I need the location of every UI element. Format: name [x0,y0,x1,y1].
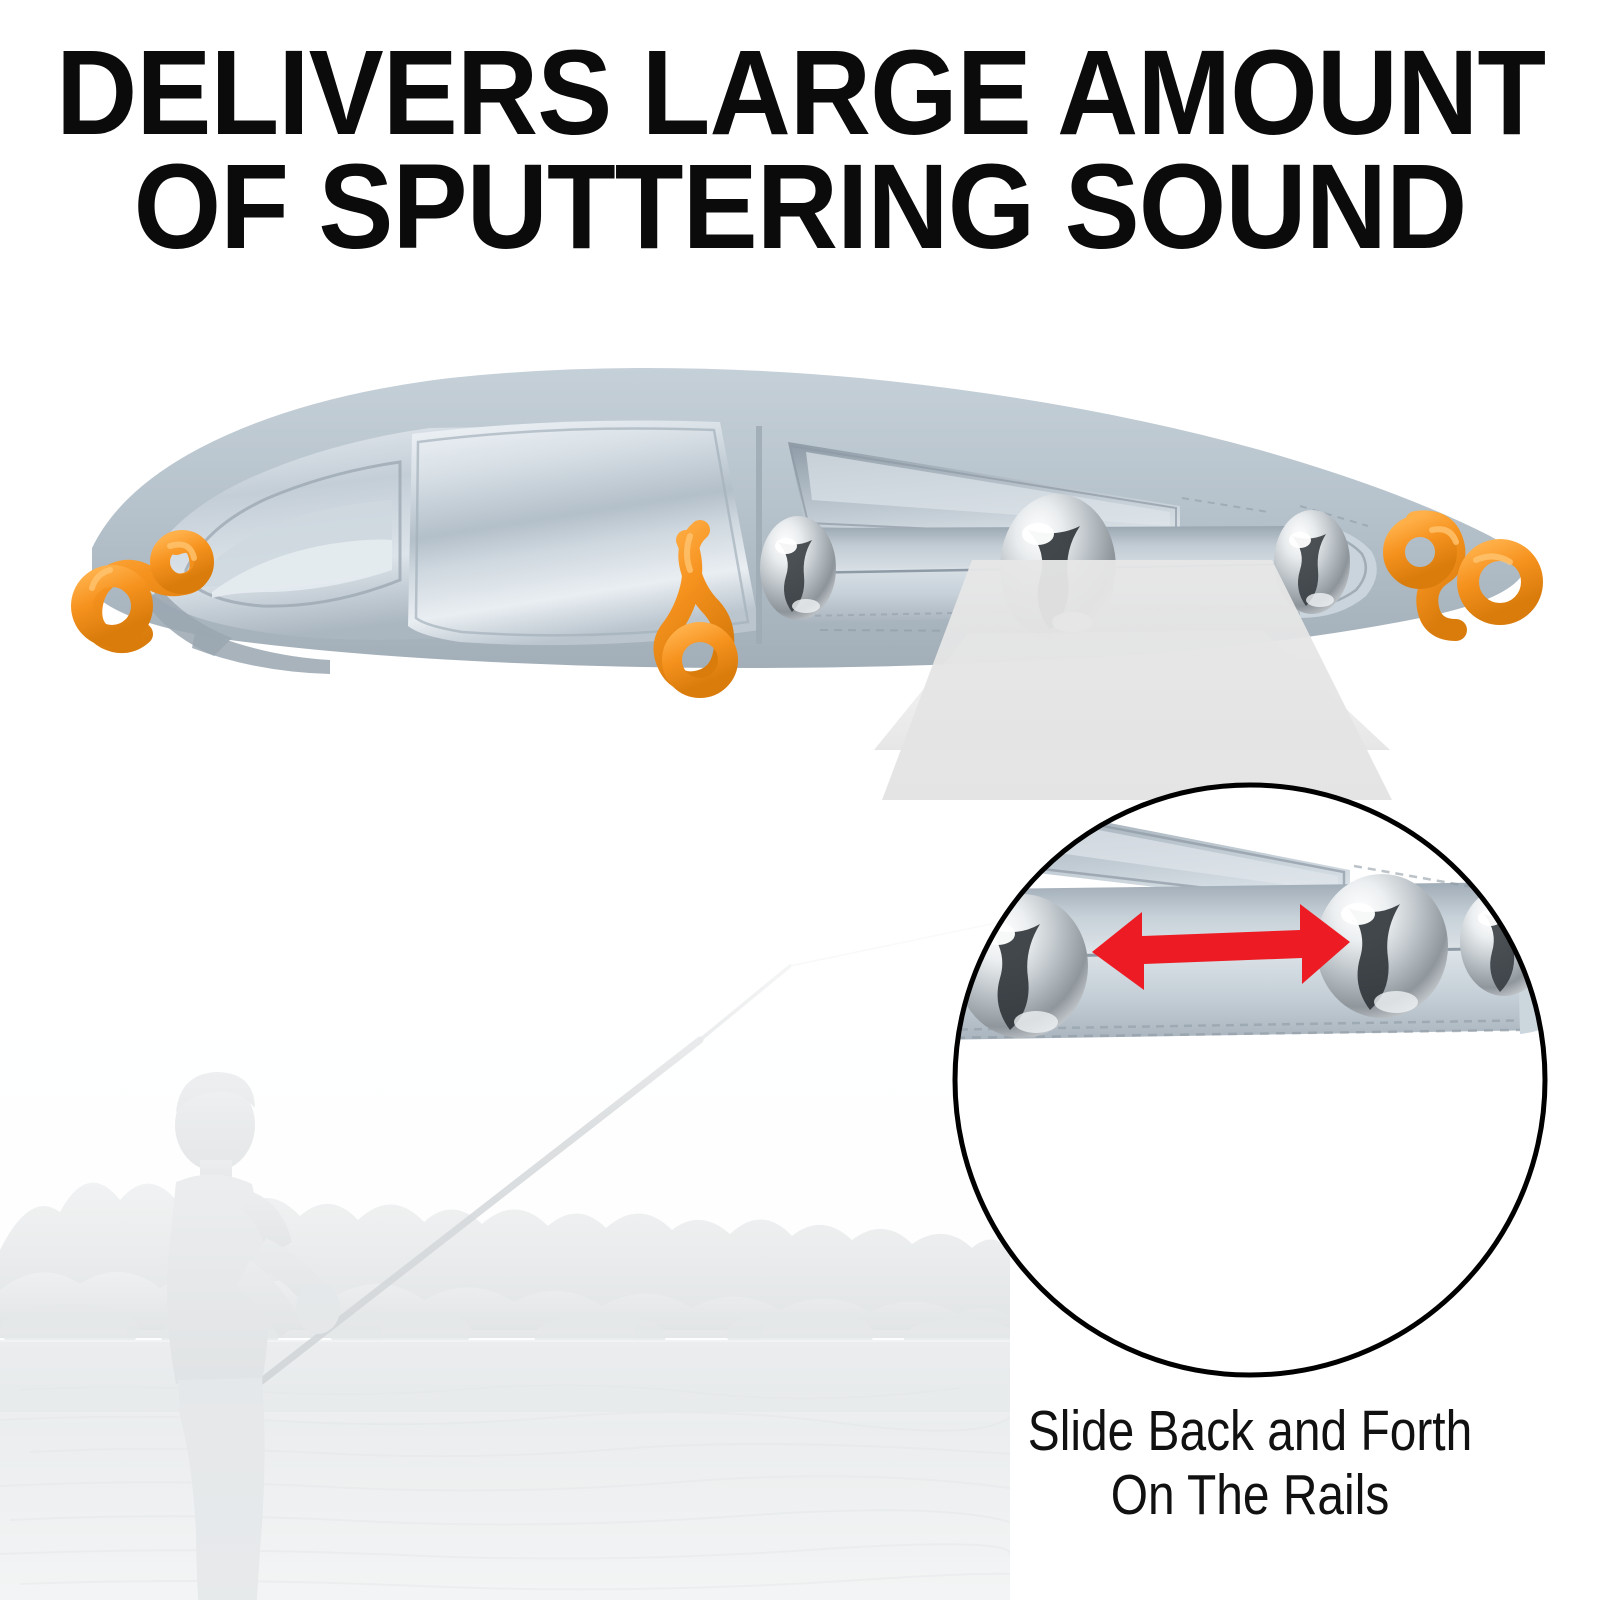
magnified-detail-inset [880,560,1600,1410]
zoom-divider-rib [908,782,922,982]
chin-facet [146,588,232,656]
chamber-divider-rib [756,426,762,644]
caption-line-1: Slide Back and Forth [1027,1399,1473,1463]
ball-bearing [1460,888,1545,996]
callout-cone-lower [882,560,1392,800]
ball-bearing [760,516,836,620]
nose-ring [71,530,214,654]
background-photo-fisherman [0,860,1010,1600]
belly-keel [192,628,330,674]
ball-bearing [1316,874,1448,1018]
detail-caption: Slide Back and Forth On The Rails [905,1399,1595,1528]
tail-ring [1383,510,1543,641]
head-highlight-facet [212,539,392,598]
lure-body-cavity [408,420,760,646]
page-title: DELIVERS LARGE AMOUNT OF SPUTTERING SOUN… [0,24,1600,274]
ball-bearing [880,906,942,1014]
belly-ring [653,520,738,698]
zoom-seam-lines [955,864,1521,1040]
zoom-tail-cap [1516,878,1545,1034]
head-panel-outline [184,460,402,608]
headline-line-2: OF SPUTTERING SOUND [133,137,1468,274]
slide-direction-arrow [1092,904,1350,990]
caption-line-2: On The Rails [1110,1462,1390,1527]
magnifier-circle-outline [952,782,1548,1378]
ball-bearing [1274,510,1350,614]
headline-line-1: DELIVERS LARGE AMOUNT [56,24,1546,160]
